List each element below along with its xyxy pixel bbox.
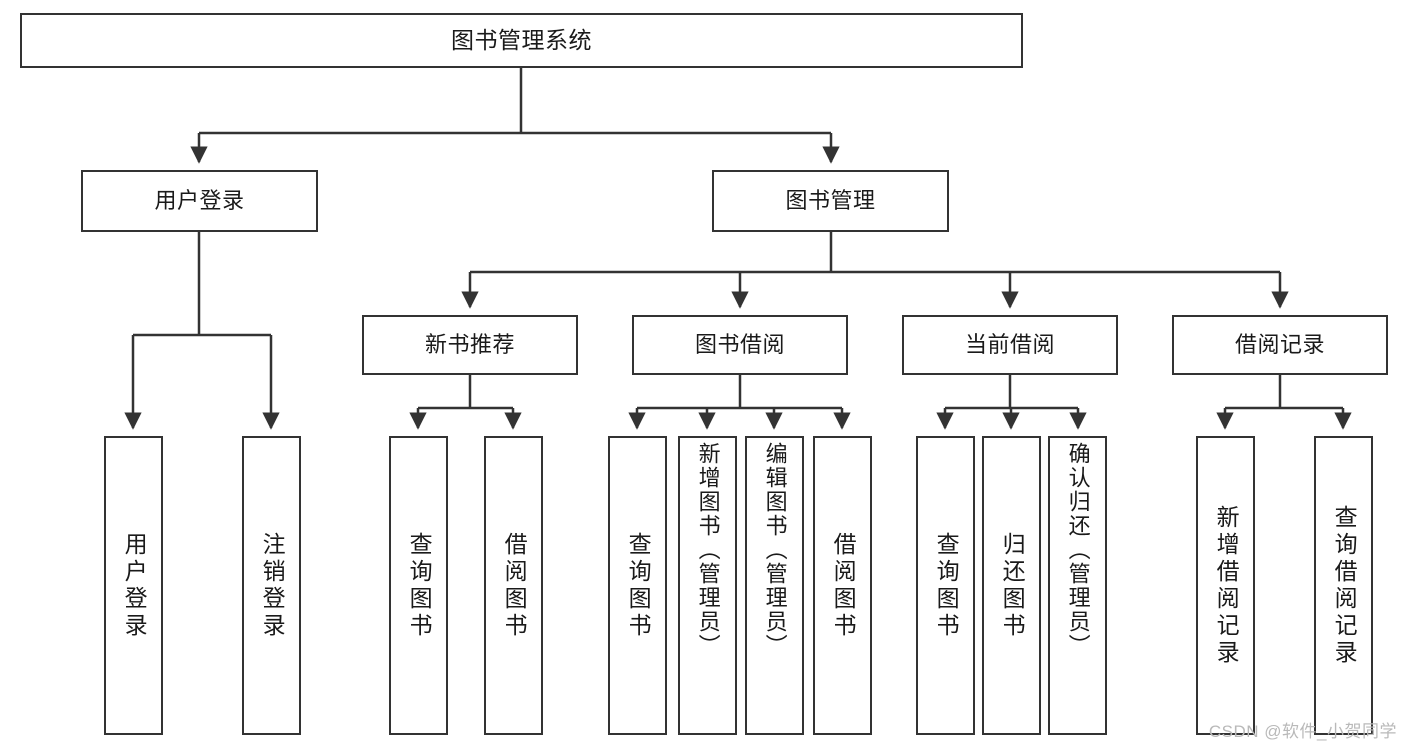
node-label: 新增图书（管理员） — [695, 442, 721, 658]
node-user-login[interactable]: 用户登录 — [81, 170, 318, 232]
node-current-borrow[interactable]: 当前借阅 — [902, 315, 1118, 375]
node-label: 注销登录 — [259, 531, 286, 640]
leaf-add-book[interactable]: 新增图书（管理员） — [678, 436, 737, 735]
leaf-query-book-recommend[interactable]: 查询图书 — [389, 436, 448, 735]
node-label: 图书管理 — [785, 188, 876, 214]
leaf-query-book-current[interactable]: 查询图书 — [916, 436, 975, 735]
node-book-borrow[interactable]: 图书借阅 — [632, 315, 848, 375]
node-label: 图书借阅 — [694, 332, 785, 358]
node-label: 新书推荐 — [424, 332, 515, 358]
watermark: CSDN @软件_小贺同学 — [1208, 722, 1397, 741]
node-label: 查询借阅记录 — [1331, 504, 1358, 667]
leaf-edit-book[interactable]: 编辑图书（管理员） — [745, 436, 804, 735]
node-label: 编辑图书（管理员） — [762, 442, 788, 658]
leaf-return-book[interactable]: 归还图书 — [982, 436, 1041, 735]
leaf-add-borrow-record[interactable]: 新增借阅记录 — [1196, 436, 1255, 735]
node-root-system[interactable]: 图书管理系统 — [20, 13, 1023, 68]
leaf-borrow-book[interactable]: 借阅图书 — [813, 436, 872, 735]
node-label: 查询图书 — [625, 531, 652, 640]
node-label: 查询图书 — [933, 531, 960, 640]
node-label: 当前借阅 — [964, 332, 1055, 358]
node-label: 用户登录 — [121, 531, 148, 640]
node-label: 用户登录 — [154, 188, 245, 214]
node-new-book-recommend[interactable]: 新书推荐 — [362, 315, 578, 375]
leaf-user-login[interactable]: 用户登录 — [104, 436, 163, 735]
leaf-query-book-borrow[interactable]: 查询图书 — [608, 436, 667, 735]
leaf-borrow-book-recommend[interactable]: 借阅图书 — [484, 436, 543, 735]
node-label: 图书管理系统 — [451, 27, 592, 54]
node-label: 借阅记录 — [1234, 332, 1325, 358]
node-label: 确认归还（管理员） — [1065, 442, 1091, 658]
node-label: 新增借阅记录 — [1213, 504, 1240, 667]
node-label: 借阅图书 — [830, 531, 857, 640]
node-label: 查询图书 — [406, 531, 433, 640]
leaf-confirm-return[interactable]: 确认归还（管理员） — [1048, 436, 1107, 735]
node-borrow-record[interactable]: 借阅记录 — [1172, 315, 1388, 375]
leaf-query-borrow-record[interactable]: 查询借阅记录 — [1314, 436, 1373, 735]
leaf-logout[interactable]: 注销登录 — [242, 436, 301, 735]
node-book-manage[interactable]: 图书管理 — [712, 170, 949, 232]
node-label: 归还图书 — [999, 531, 1026, 640]
node-label: 借阅图书 — [501, 531, 528, 640]
